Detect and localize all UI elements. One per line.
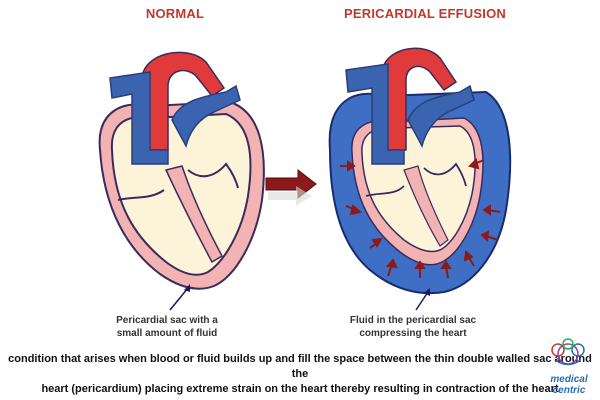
normal-septum bbox=[164, 165, 223, 264]
normal-pointer-arrow bbox=[169, 287, 189, 311]
subtitle-line1: condition that arises when blood or flui… bbox=[8, 353, 592, 380]
medical-centric-logo-icon bbox=[551, 338, 585, 366]
compression-arrowhead bbox=[347, 160, 356, 172]
compression-arrowhead bbox=[480, 230, 490, 243]
effusion-caption-line2: compressing the heart bbox=[359, 328, 467, 339]
effusion-aorta bbox=[379, 47, 458, 151]
compression-arrowhead bbox=[371, 237, 383, 248]
normal-vena-cava bbox=[109, 71, 169, 165]
effusion-title: PERICARDIAL EFFUSION bbox=[344, 6, 506, 21]
normal-heart bbox=[98, 51, 265, 311]
normal-valve-right bbox=[187, 162, 239, 189]
compression-arrowhead bbox=[349, 204, 363, 216]
compression-arrowhead bbox=[440, 260, 452, 269]
normal-title: NORMAL bbox=[145, 6, 205, 21]
compression-arrowhead bbox=[386, 258, 398, 269]
normal-valve-left bbox=[117, 189, 165, 201]
effusion-heart bbox=[328, 47, 512, 311]
effusion-pulmonary-artery bbox=[407, 84, 475, 149]
effusion-caption: Fluid in the pericardial sac compressing… bbox=[338, 314, 488, 340]
effusion-pointer-arrowhead bbox=[424, 288, 430, 296]
normal-pulmonary-artery bbox=[171, 84, 241, 149]
transition-arrow bbox=[265, 168, 317, 206]
compression-arrows bbox=[340, 158, 501, 279]
logo-text-line1: medical bbox=[550, 374, 588, 385]
compression-arrowhead bbox=[463, 250, 474, 262]
compression-arrowhead bbox=[482, 204, 491, 216]
heart-diagram bbox=[98, 47, 512, 311]
logo-text-line2: centric bbox=[552, 385, 586, 396]
normal-aorta bbox=[139, 51, 226, 151]
effusion-vena-cava bbox=[345, 63, 405, 165]
logo-text: medical centric bbox=[540, 374, 598, 396]
effusion-pointer-arrow bbox=[415, 291, 429, 311]
normal-pointer-arrowhead bbox=[184, 284, 190, 292]
normal-caption-line2: small amount of fluid bbox=[116, 328, 218, 339]
normal-caption-line1: Pericardial sac with a bbox=[116, 315, 218, 326]
video-subtitle: condition that arises when blood or flui… bbox=[0, 352, 600, 397]
compression-arrowhead bbox=[414, 260, 426, 269]
effusion-valve-left bbox=[365, 185, 405, 197]
effusion-caption-line1: Fluid in the pericardial sac bbox=[349, 315, 477, 326]
normal-caption: Pericardial sac with a small amount of f… bbox=[92, 314, 242, 340]
compression-arrowhead bbox=[468, 158, 480, 170]
effusion-valve-right bbox=[423, 162, 467, 187]
effusion-septum bbox=[403, 165, 449, 247]
subtitle-line2: heart (pericardium) placing extreme stra… bbox=[41, 383, 559, 395]
